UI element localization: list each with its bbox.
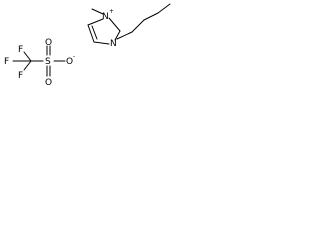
- atom-f-bottom: F: [18, 71, 23, 81]
- atom-sulfur: S: [45, 57, 51, 67]
- bond-n3-butyl-1: [116, 31, 133, 40]
- bond-c2-n3: [114, 30, 121, 41]
- atom-n-butyl: N: [110, 39, 117, 49]
- bond-n1-methyl: [91, 8, 104, 15]
- bond-n3-c4: [93, 41, 110, 45]
- atom-f-top: F: [18, 45, 23, 55]
- structure-diagram: N + N O S O O - F F F: [4, 3, 171, 88]
- bond-c-f-bottom: [23, 60, 32, 71]
- charge-plus: +: [109, 8, 114, 15]
- bond-butyl-4: [157, 3, 171, 14]
- atom-o-top: O: [45, 38, 52, 48]
- bond-butyl-3: [143, 12, 159, 21]
- bond-n1-c2: [108, 17, 121, 32]
- atom-f-left: F: [4, 57, 9, 67]
- atom-o-bottom: O: [45, 78, 52, 88]
- bond-c-f-top: [23, 51, 32, 62]
- bond-c5-n1: [87, 18, 104, 26]
- imidazolium-cation: N + N: [87, 3, 171, 49]
- bond-butyl-2: [131, 19, 145, 33]
- bond-c4-c5: [87, 24, 95, 43]
- triflate-anion: O S O O - F F F: [4, 38, 75, 88]
- charge-minus: -: [73, 53, 75, 60]
- bond-c4-c5-double: [91, 25, 98, 40]
- atom-o-minus: O: [66, 57, 73, 67]
- atom-n-plus: N: [102, 12, 109, 22]
